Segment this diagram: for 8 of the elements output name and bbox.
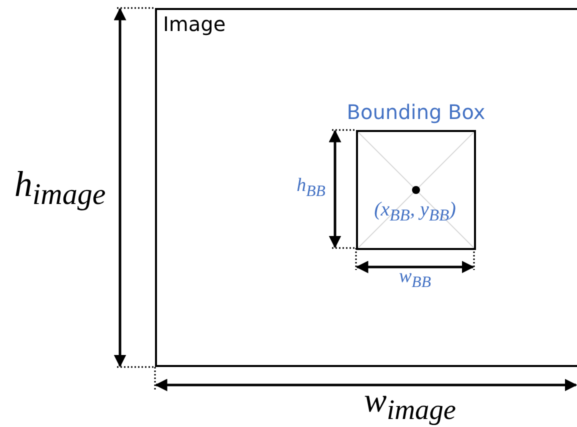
coordinate-label: (x$_{BB}$, y$_{BB}$) [374, 200, 456, 224]
frame-title: Image [163, 12, 226, 36]
box-title: Bounding Box [346, 100, 486, 124]
dimension-label: h$_{BB}$ [296, 176, 326, 200]
dimension-label: w$_{image}$ [364, 384, 456, 426]
dimension-label: w$_{BB}$ [398, 267, 432, 291]
image-frame [155, 8, 577, 367]
dimension-label: h$_{image}$ [14, 166, 106, 210]
